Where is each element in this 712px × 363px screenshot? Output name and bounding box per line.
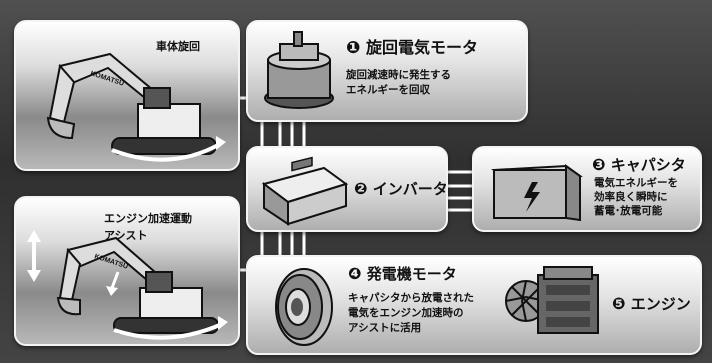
assist-label-line-1: エンジン加速運動 <box>104 212 192 225</box>
swing-motor-title-text: 旋回電気モータ <box>365 38 478 57</box>
swing-motor-desc-line-2: エネルギーを回収 <box>346 84 430 96</box>
engine-title: ❺ エンジン <box>612 293 691 314</box>
capacitor-icon <box>491 164 583 222</box>
capacitor-title-text: キャパシタ <box>610 156 686 174</box>
swing-motor-desc-line-1: 旋回減速時に発生する <box>346 69 451 81</box>
generator-engine-panel: ❹ 発電機モータ キャパシタから放電された 電気をエンジン加速時の アシストに活… <box>246 255 702 355</box>
number-1-icon: ❶ <box>346 38 361 58</box>
number-3-icon: ❸ <box>592 155 606 174</box>
inverter-icon <box>261 156 349 226</box>
capacitor-desc-line-2: 効率良く瞬時に <box>594 191 668 203</box>
capacitor-panel: ❸ キャパシタ 電気エネルギーを 効率良く瞬時に 蓄電･放電可能 <box>472 146 702 232</box>
generator-desc-line-1: キャパシタから放電された <box>348 292 474 304</box>
number-4-icon: ❹ <box>348 264 362 283</box>
generator-desc: キャパシタから放電された 電気をエンジン加速時の アシストに活用 <box>348 291 474 336</box>
generator-desc-line-3: アシストに活用 <box>348 322 422 334</box>
generator-motor-icon <box>275 268 333 346</box>
capacitor-desc-line-3: 蓄電･放電可能 <box>594 205 663 217</box>
engine-title-text: エンジン <box>630 295 691 313</box>
excavator-swing-illustration: KOMATSU <box>46 52 226 162</box>
excavator-assist-illustration: KOMATSU <box>27 230 228 340</box>
engine-icon <box>505 266 599 334</box>
inverter-title: ❷ インバータ <box>354 178 448 199</box>
generator-title: ❹ 発電機モータ <box>348 263 457 284</box>
swing-motor-icon <box>264 31 334 109</box>
inverter-panel: ❷ インバータ <box>246 146 448 232</box>
number-5-icon: ❺ <box>612 294 626 313</box>
swing-motor-panel: ❶ 旋回電気モータ 旋回減速時に発生する エネルギーを回収 <box>246 20 528 122</box>
swing-panel: 車体旋回 KOMATSU <box>14 20 240 171</box>
capacitor-title: ❸ キャパシタ <box>592 154 686 175</box>
generator-desc-line-2: 電気をエンジン加速時の <box>348 307 464 319</box>
inverter-title-text: インバータ <box>372 180 448 198</box>
swing-motor-desc: 旋回減速時に発生する エネルギーを回収 <box>346 68 451 98</box>
number-2-icon: ❷ <box>354 179 368 198</box>
swing-label: 車体旋回 <box>156 40 200 53</box>
capacitor-desc: 電気エネルギーを 効率良く瞬時に 蓄電･放電可能 <box>594 176 678 218</box>
swing-motor-title: ❶ 旋回電気モータ <box>346 34 478 58</box>
generator-title-text: 発電機モータ <box>366 265 457 283</box>
engine-assist-panel: エンジン加速運動 アシスト KOMATSU <box>14 196 240 346</box>
capacitor-desc-line-1: 電気エネルギーを <box>594 177 678 189</box>
